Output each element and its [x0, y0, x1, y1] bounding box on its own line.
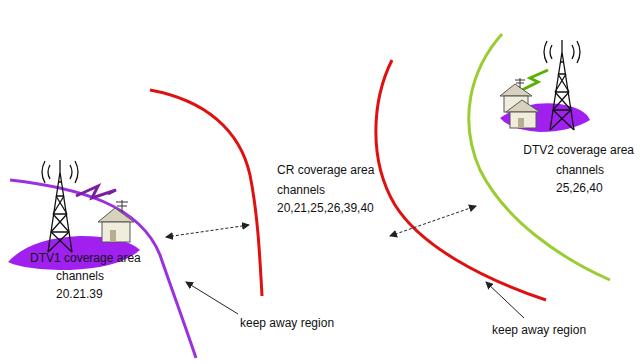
region-label: channels	[556, 163, 604, 177]
region-label: DTV2 coverage area	[523, 143, 634, 157]
house	[500, 78, 540, 128]
signal-bolt	[76, 186, 116, 198]
dtv2-boundary	[469, 34, 610, 280]
distance-arrow	[390, 206, 476, 236]
region-label: channels	[277, 183, 325, 197]
region-label: keep away region	[492, 323, 586, 337]
region-label: DTV1 coverage area	[30, 251, 141, 265]
region-label: 20,21,25,26,39,40	[277, 201, 374, 215]
region-label: CR coverage area	[277, 163, 374, 177]
region-label: 25,26,40	[556, 181, 603, 195]
cr-boundary-right	[376, 60, 546, 300]
region-label: channels	[56, 269, 104, 283]
tv-tower	[42, 160, 78, 252]
distance-arrow	[166, 225, 249, 237]
pointer-arrow	[186, 282, 238, 314]
region-label: 20.21.39	[56, 287, 103, 301]
dtv1-boundary	[10, 180, 196, 358]
house	[98, 200, 134, 242]
cr-boundary-left	[150, 90, 262, 296]
region-label: keep away region	[240, 316, 334, 330]
tv-tower	[544, 40, 580, 130]
pointer-arrow	[486, 282, 524, 318]
